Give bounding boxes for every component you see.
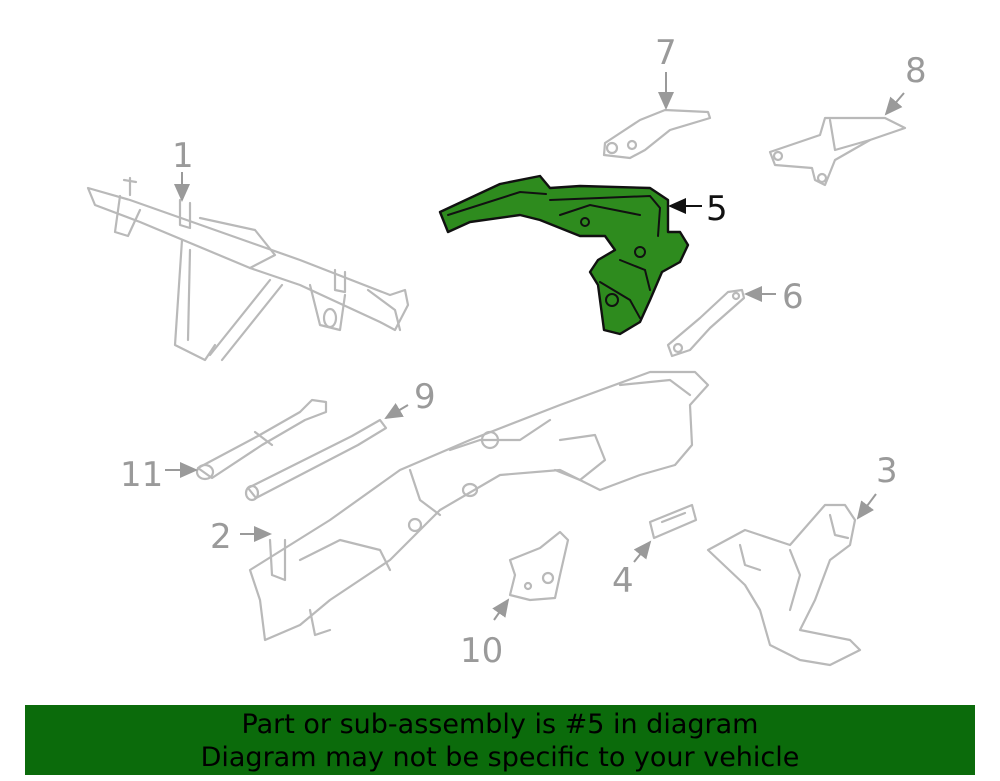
callout-8: 8 [905,51,927,91]
callout-3: 3 [876,451,898,491]
callout-1: 1 [172,136,194,176]
part-10-plate[interactable] [508,530,570,602]
part-6-link-bracket[interactable] [666,288,746,358]
parts-diagram: 1 7 8 5 6 9 11 2 3 4 10 [86,33,927,671]
leader-lines [165,72,905,621]
callout-11: 11 [120,455,163,495]
callout-10: 10 [460,631,503,671]
part-4-plate[interactable] [648,503,698,540]
part-9-strut[interactable] [244,418,388,502]
part-3-bracket[interactable] [706,503,862,667]
callout-4: 4 [612,561,634,601]
part-8-bracket[interactable] [768,116,907,187]
part-2-frame-rail[interactable] [248,370,710,642]
part-7-bracket[interactable] [602,108,712,160]
info-banner: Part or sub-assembly is #5 in diagram Di… [25,705,975,775]
part-1-cross-car-beam[interactable] [86,176,410,362]
banner-line-1: Part or sub-assembly is #5 in diagram [241,709,759,740]
part-5-highlighted-assembly[interactable] [438,174,690,336]
banner-line-2: Diagram may not be specific to your vehi… [200,742,800,773]
callout-9: 9 [414,377,436,417]
callout-6: 6 [782,277,804,317]
callout-5: 5 [706,189,728,229]
callout-7: 7 [655,33,677,73]
callout-2: 2 [210,517,232,557]
